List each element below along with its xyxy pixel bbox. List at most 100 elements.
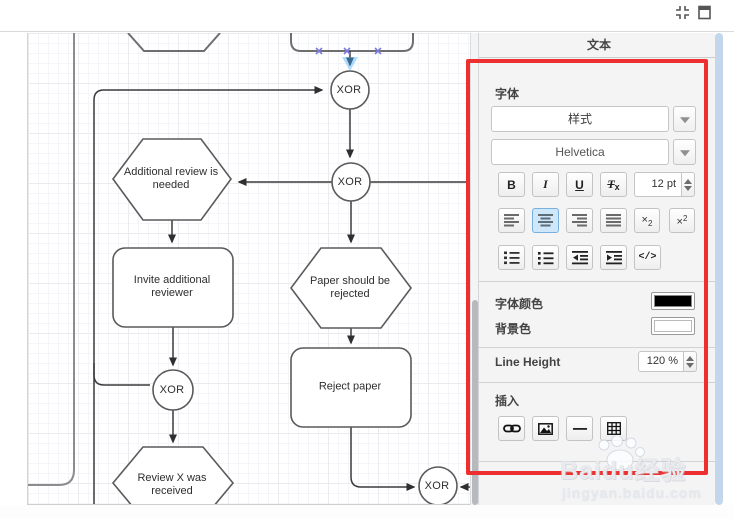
subscript-button[interactable]: ×2 xyxy=(634,208,660,233)
format-panel: 文本 字体 样式 Helvetica B I U Tx 12 pt xyxy=(478,33,719,505)
xor-circle-4[interactable] xyxy=(418,466,458,505)
label-xor-2: XOR xyxy=(337,176,363,188)
indent-icon xyxy=(605,250,622,264)
underline-button[interactable]: U xyxy=(566,172,593,197)
label-xor-4: XOR xyxy=(424,480,450,492)
bold-button[interactable]: B xyxy=(498,172,525,197)
edge-gray-left[interactable] xyxy=(28,33,75,486)
label-invite: Invite additional reviewer xyxy=(133,274,211,299)
numbered-list-icon xyxy=(503,251,519,264)
title-bar xyxy=(0,0,734,32)
font-section-label: 字体 xyxy=(495,87,520,101)
diagram-canvas[interactable] xyxy=(27,33,470,505)
justify-icon xyxy=(605,214,621,227)
xor-circle-3[interactable] xyxy=(152,369,194,411)
align-right-button[interactable] xyxy=(566,208,593,233)
hexagon-review-received[interactable] xyxy=(111,446,235,505)
font-size-spinner xyxy=(682,172,695,197)
collapse-icon[interactable] xyxy=(675,5,690,20)
subscript-glyph: ×2 xyxy=(641,213,653,228)
endpoint-highlight-arrow xyxy=(342,57,358,71)
font-family-dropdown-button[interactable] xyxy=(673,139,696,165)
diagram-shapes xyxy=(28,33,470,505)
window-icon[interactable] xyxy=(697,5,712,20)
outdent-icon xyxy=(571,250,588,264)
spinner-down-icon[interactable] xyxy=(684,362,696,372)
horizontal-rule-icon xyxy=(572,427,587,430)
justify-button[interactable] xyxy=(600,208,627,233)
rect-reject-paper[interactable] xyxy=(290,347,412,428)
chevron-down-icon xyxy=(679,117,690,124)
background-color-swatch[interactable] xyxy=(651,317,695,335)
line-height-input[interactable]: 120 % xyxy=(638,351,684,372)
superscript-glyph: ×2 xyxy=(676,213,688,228)
align-right-icon xyxy=(571,214,587,227)
partial-rounded-rect-top[interactable] xyxy=(290,33,414,52)
titlebar-icon-group xyxy=(675,5,712,20)
divider xyxy=(479,461,719,462)
background-color-fill xyxy=(654,320,692,332)
xor-circle-1[interactable] xyxy=(330,70,370,110)
label-hex-reject: Paper should be rejected xyxy=(309,275,391,300)
label-xor-1: XOR xyxy=(336,84,362,96)
bold-glyph: B xyxy=(507,177,516,192)
code-button[interactable]: </> xyxy=(634,245,661,270)
divider xyxy=(479,382,719,383)
clear-formatting-glyph: Tx xyxy=(607,177,620,192)
outdent-button[interactable] xyxy=(566,245,593,270)
panel-scrollbar-thumb[interactable] xyxy=(715,33,723,505)
connection-point-markers xyxy=(315,47,382,55)
line-height-label: Line Height xyxy=(495,355,561,369)
indent-button[interactable] xyxy=(600,245,627,270)
divider xyxy=(479,281,719,282)
edge-branch-to-xor3[interactable] xyxy=(93,363,150,386)
font-size-input[interactable]: 12 pt xyxy=(634,172,682,197)
font-color-swatch[interactable] xyxy=(651,292,695,310)
hexagon-additional-review[interactable] xyxy=(112,138,232,221)
line-height-spinner xyxy=(684,351,697,372)
font-family-dropdown[interactable]: Helvetica xyxy=(491,139,669,165)
insert-image-button[interactable] xyxy=(532,416,559,441)
align-left-button[interactable] xyxy=(498,208,525,233)
italic-glyph: I xyxy=(543,177,548,191)
insert-section-label: 插入 xyxy=(495,394,520,408)
canvas-vertical-scrollbar[interactable] xyxy=(470,33,478,505)
italic-button[interactable]: I xyxy=(532,172,559,197)
spinner-up-icon[interactable] xyxy=(684,352,696,362)
canvas-scrollbar-thumb[interactable] xyxy=(472,300,478,505)
insert-table-button[interactable] xyxy=(600,416,627,441)
numbered-list-button[interactable] xyxy=(498,245,525,270)
align-center-icon xyxy=(537,214,553,227)
label-xor-3: XOR xyxy=(159,384,185,396)
tab-text[interactable]: 文本 xyxy=(479,33,719,58)
superscript-button[interactable]: ×2 xyxy=(669,208,695,233)
font-color-label: 字体颜色 xyxy=(495,297,544,311)
spinner-down-icon[interactable] xyxy=(682,185,694,197)
divider xyxy=(479,347,719,348)
bullet-list-icon xyxy=(537,251,553,265)
link-icon xyxy=(502,424,521,433)
style-dropdown-button[interactable] xyxy=(673,106,696,132)
font-color-fill xyxy=(654,295,692,307)
clear-formatting-button[interactable]: Tx xyxy=(600,172,627,197)
underline-glyph: U xyxy=(575,177,584,192)
insert-horizontal-rule-button[interactable] xyxy=(566,416,593,441)
label-reject: Reject paper xyxy=(318,380,382,393)
edge-trunk-to-xor1[interactable] xyxy=(93,86,324,505)
xor-circle-2[interactable] xyxy=(331,162,371,202)
hexagon-paper-rejected[interactable] xyxy=(290,247,412,329)
align-left-icon xyxy=(503,214,519,227)
rect-invite-reviewer[interactable] xyxy=(112,247,234,328)
insert-link-button[interactable] xyxy=(498,416,525,441)
edge-reject-to-xor4[interactable] xyxy=(350,427,416,491)
code-glyph: </> xyxy=(638,252,657,263)
label-hex-received: Review X was received xyxy=(137,472,207,497)
bottom-margin xyxy=(0,505,734,519)
align-center-button[interactable] xyxy=(532,208,559,233)
chevron-down-icon xyxy=(679,150,690,157)
spinner-up-icon[interactable] xyxy=(682,173,694,185)
style-dropdown[interactable]: 样式 xyxy=(491,106,669,132)
panel-vertical-scrollbar[interactable] xyxy=(715,33,723,505)
partial-hexagon-top[interactable] xyxy=(127,33,221,52)
bullet-list-button[interactable] xyxy=(532,245,559,270)
